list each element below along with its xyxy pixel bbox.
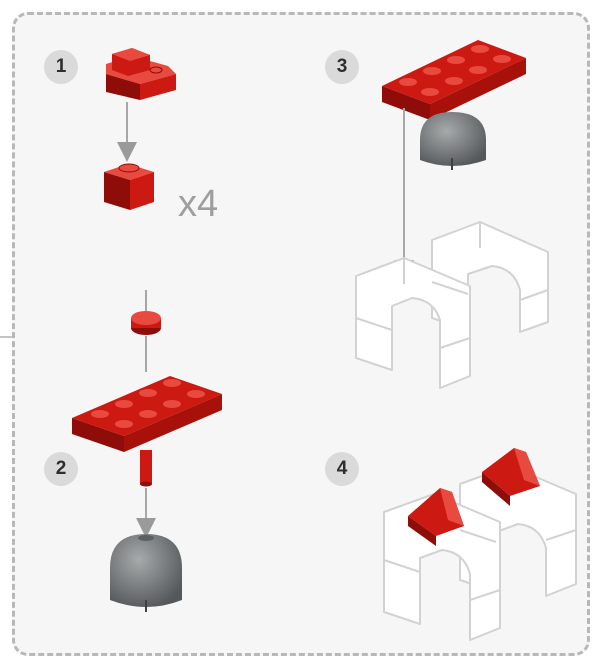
step-4-badge: 4 bbox=[325, 452, 359, 486]
step-2-gray-dome bbox=[110, 534, 182, 612]
step-2-plate bbox=[72, 376, 222, 452]
step-1-slope-brick bbox=[106, 48, 176, 100]
step-4-ghost-arches bbox=[383, 465, 577, 641]
step-4-slope-right bbox=[482, 448, 540, 506]
step-1-badge: 1 bbox=[44, 50, 78, 84]
step-2-bar bbox=[140, 450, 152, 487]
step-2-badge: 2 bbox=[44, 452, 78, 486]
step-4-slope-left bbox=[408, 488, 464, 546]
edge-tick bbox=[0, 336, 14, 338]
step-3-badge: 3 bbox=[325, 50, 359, 84]
step-2-round-stud bbox=[131, 311, 161, 335]
step-3-ghost-arches bbox=[355, 221, 549, 389]
step-3-gray-dome bbox=[420, 112, 486, 170]
quantity-label: x4 bbox=[178, 183, 219, 225]
step-1-small-brick bbox=[104, 163, 154, 210]
step-3-plate bbox=[382, 40, 526, 120]
